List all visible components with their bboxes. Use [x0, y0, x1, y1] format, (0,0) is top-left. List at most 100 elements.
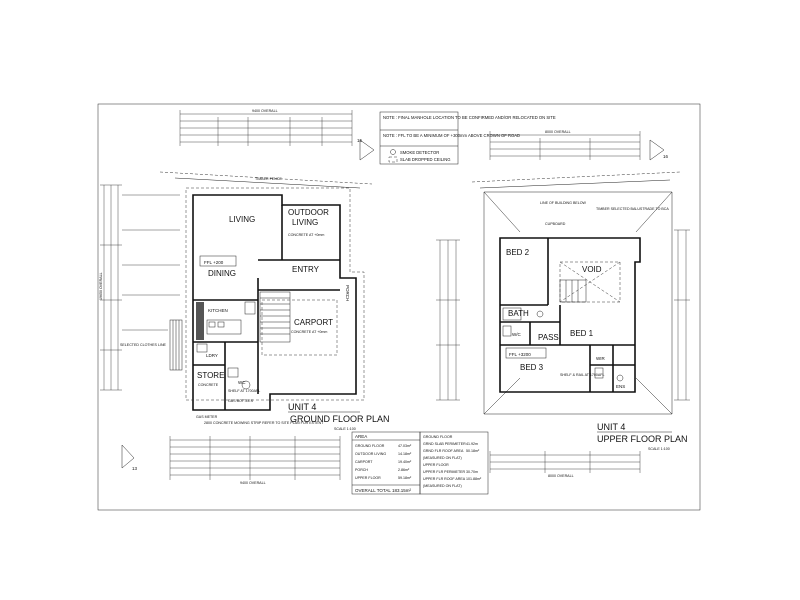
upper-title-plan: UPPER FLOOR PLAN	[597, 434, 688, 444]
clothesline-symbol	[169, 319, 183, 371]
area-row-label: UPPER FLOOR	[355, 476, 381, 480]
ground-title-unit: UNIT 4	[288, 402, 316, 412]
ground-area-row-label: GRND FLR ROOF AREA	[423, 449, 464, 453]
room-kitchen: KITCHEN	[208, 308, 228, 313]
legend-slab: SLAB DROPPED CEILING	[400, 157, 451, 162]
balustrade-note: TIMBER SELECTED BALUSTRADE TO BCA	[596, 207, 669, 211]
shelf-rail-note: SHELF & RAIL AT 1700AFL	[560, 373, 604, 377]
ground-fence-line	[174, 177, 361, 189]
area-rows: GROUND FLOOR 47.03m² OUTDOOR LIVING 14.18m²…	[355, 444, 412, 480]
area-row-label: OUTDOOR LIVING	[355, 452, 386, 456]
ground-ffl-box	[199, 255, 237, 267]
room-pass: PASS	[538, 333, 559, 342]
area-row-label: GROUND FLOOR	[355, 444, 385, 448]
ground-bottom-overall: 9400 OVERALL	[240, 481, 266, 485]
ground-scale: SCALE 1:100	[334, 427, 356, 431]
room-carport: CARPORT	[294, 318, 333, 327]
line-of-building-note: LINE OF BUILDING BELOW	[540, 201, 587, 205]
area-row-value: 2.86m²	[398, 468, 410, 472]
upper-bottom-overall: 8000 OVERALL	[548, 474, 574, 478]
area-row-value: 47.03m²	[398, 444, 412, 448]
north-arrow-bottom: 13	[121, 444, 138, 471]
mowing-strip-note: 2800 CONCRETE MOWING STRIP REFER TO SITE…	[204, 421, 324, 425]
upper-bottom-dimensions: 8000 OVERALL	[489, 451, 641, 478]
carport-concrete-note: CONCRETE AT +0mm	[291, 330, 327, 334]
ground-area-row-label: UPPER FLR ROOF AREA	[423, 477, 466, 481]
north-label-1: 15	[357, 138, 363, 143]
ground-top-overall: 9400 OVERALL	[252, 109, 278, 113]
ground-title-plan: GROUND FLOOR PLAN	[290, 414, 390, 424]
upper-outer-walls	[499, 237, 641, 393]
room-bed1: BED 1	[570, 329, 594, 338]
ground-area-row-value: 41.92m	[466, 442, 478, 446]
ground-area-row-label: (MEASURED ON FLAT)	[423, 456, 462, 460]
room-entry: ENTRY	[292, 265, 320, 274]
ground-ffl-label: FFL +200	[204, 260, 224, 265]
room-porch: PORCH	[345, 285, 350, 301]
gas-meter-note: GAS METER	[196, 415, 218, 419]
kitchen-bench	[196, 302, 204, 340]
room-outdoor-living-line2: LIVING	[292, 218, 318, 227]
room-wir: WIR	[596, 356, 605, 361]
legend-smoke: SMOKE DETECTOR	[400, 150, 439, 155]
upper-ffl-box	[505, 347, 547, 359]
room-bed2: BED 2	[506, 248, 530, 257]
upper-scale: SCALE 1:100	[648, 447, 670, 451]
ground-top-dimensions: 9400 OVERALL	[179, 109, 353, 146]
ground-eave-line	[185, 187, 365, 401]
upper-top-overall: 8000 OVERALL	[545, 130, 571, 134]
ground-left-notes	[122, 194, 180, 331]
room-upper-wc: W/C	[512, 332, 521, 337]
sheet-border	[97, 103, 701, 511]
slab-dropped-ceiling-area	[261, 299, 338, 356]
ground-left-overall: 19650 OVERALL	[99, 272, 103, 300]
room-dining: DINING	[208, 269, 236, 278]
ground-boundary-line	[159, 171, 373, 185]
room-ens: ENS	[616, 384, 625, 389]
north-label-2: 16	[663, 154, 669, 159]
kitchen-island	[206, 319, 242, 335]
area-row-value: 14.18m²	[398, 452, 412, 456]
note-manhole: NOTE : FINAL MANHOLE LOCATION TO BE CONF…	[383, 115, 556, 120]
outdoor-concrete-note: CONCRETE AT +0mm	[288, 233, 324, 237]
ground-area-row-label: UPPER FLOOR	[423, 463, 449, 467]
upper-top-dimensions: 8000 OVERALL	[489, 130, 641, 160]
area-row-value: 59.18m²	[398, 476, 412, 480]
ground-area-row-value: 50.18m²	[466, 449, 480, 453]
ground-area-row-label: GRND SLAB PERIMETER	[423, 442, 466, 446]
area-row-label: PORCH	[355, 468, 368, 472]
ground-bottom-dimensions: 9400 OVERALL	[169, 436, 341, 485]
ground-area-row-label: (MEASURED ON FLAT)	[423, 484, 462, 488]
room-bed3: BED 3	[520, 363, 544, 372]
area-total-value: 183.15m²	[392, 488, 412, 493]
room-void: VOID	[582, 265, 602, 274]
upper-ffl-label: FFL +3200	[509, 352, 531, 357]
ground-area-heading: GROUND FLOOR	[423, 435, 453, 439]
cupboard-note: CUPBOARD	[545, 222, 566, 226]
ground-area-row-value: 101.88m²	[466, 477, 482, 481]
notes-box: NOTE : FINAL MANHOLE LOCATION TO BE CONF…	[379, 111, 556, 165]
clothesline-note: SELECTED CLOTHES LINE	[120, 343, 167, 347]
ground-floor-plan: 9400 OVERALL TIMBER FENCE 19650 OVERALL	[99, 109, 390, 485]
upper-stairs	[559, 279, 587, 303]
upper-title-unit: UNIT 4	[597, 422, 625, 432]
room-living: LIVING	[229, 215, 255, 224]
upper-left-dimensions	[436, 239, 460, 401]
north-arrow-upper: 16	[649, 139, 669, 161]
room-ldry: LDRY	[206, 353, 218, 358]
ground-outer-walls	[192, 194, 357, 411]
area-total-label: OVERALL TOTAL	[355, 488, 391, 493]
north-arrow-ground: 15	[357, 138, 375, 161]
ground-area-row-label: UPPER FLR PERIMETER	[423, 470, 466, 474]
upper-floor-plan: 8000 OVERALL	[436, 130, 690, 478]
area-row-label: CARPORT	[355, 460, 373, 464]
shelf-note: SHELF AT 1700AFL	[228, 389, 260, 393]
timber-fence-label: TIMBER FENCE	[255, 177, 282, 181]
room-store: STORE	[197, 371, 224, 380]
ground-left-dimensions: 19650 OVERALL	[99, 184, 122, 391]
